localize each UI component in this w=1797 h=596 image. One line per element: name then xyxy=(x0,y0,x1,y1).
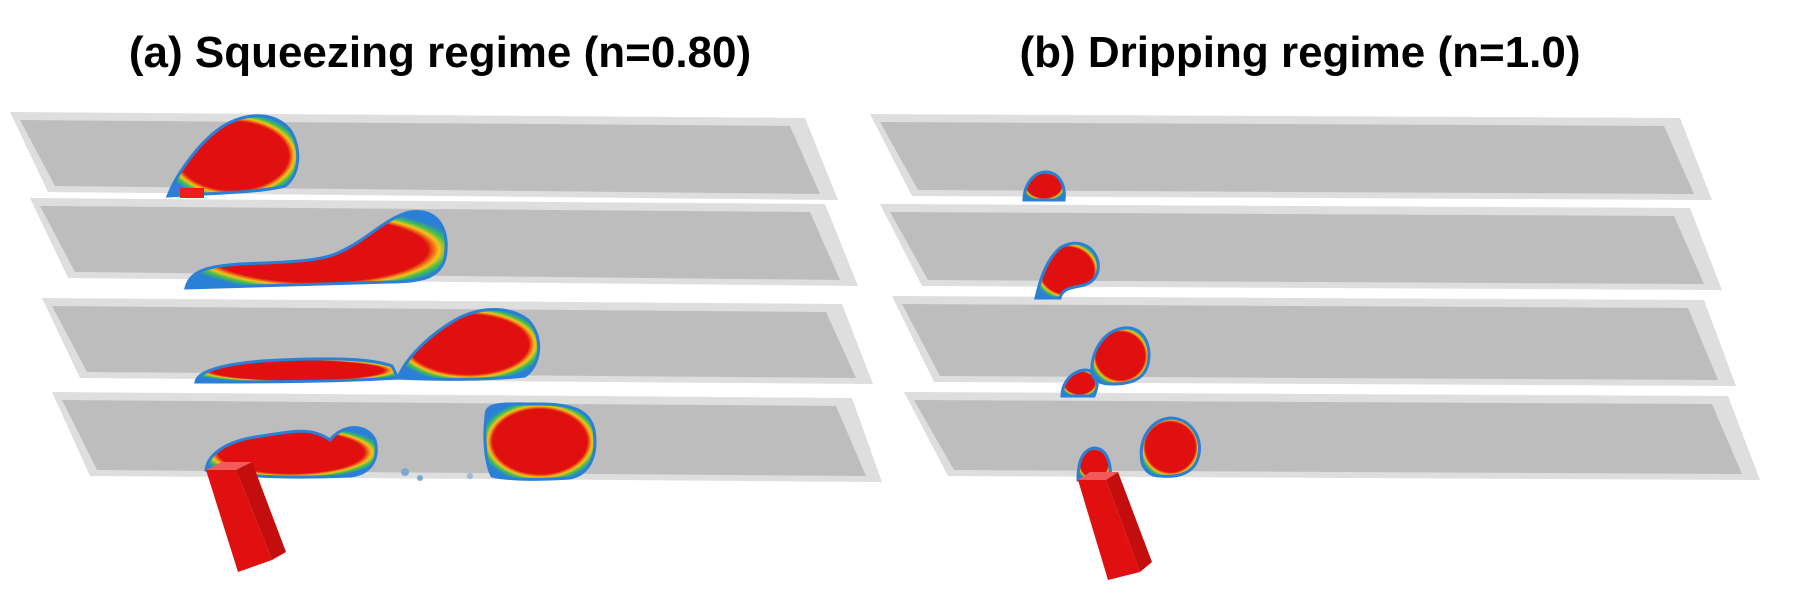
panel-b-channel-4 xyxy=(904,392,1760,480)
panel-b-side-inlet xyxy=(1078,472,1152,580)
panel-a-channel-1 xyxy=(10,112,838,200)
panel-a-thread-frame-3 xyxy=(194,357,401,384)
panel-a-side-inlet xyxy=(206,462,286,572)
panel-b-fluid xyxy=(1022,170,1201,580)
panel-b-channel-2 xyxy=(880,204,1722,290)
panel-a-channels xyxy=(10,112,882,482)
panel-a-fluid xyxy=(165,114,597,572)
panel-a-channel-4 xyxy=(52,392,882,482)
panel-a-satellite-3 xyxy=(467,473,473,479)
panel-a-droplet-frame-3 xyxy=(395,308,541,381)
panel-b-title: (b) Dripping regime (n=1.0) xyxy=(1019,28,1581,77)
panel-b-droplet-frame-3 xyxy=(1090,326,1151,386)
panel-a-inlet-stub-1 xyxy=(180,188,204,198)
panel-a-plug-frame-2 xyxy=(184,210,448,290)
panel-a-droplet-frame-4b xyxy=(483,402,597,481)
panel-a-droplet-frame-1 xyxy=(165,114,300,198)
panel-b-neck-frame-3 xyxy=(1060,368,1099,398)
panel-a-satellite-2 xyxy=(417,475,423,481)
panel-b-channel-1 xyxy=(870,114,1712,200)
panel-b-droplet-frame-2 xyxy=(1034,241,1100,300)
panel-b-droplet-frame-1 xyxy=(1022,170,1066,202)
panel-a-title: (a) Squeezing regime (n=0.80) xyxy=(128,28,752,77)
panel-a-satellite-1 xyxy=(401,468,409,476)
panel-b-droplet-frame-4 xyxy=(1139,416,1201,478)
panel-b-channels xyxy=(870,114,1760,480)
panel-b-channel-3 xyxy=(892,296,1736,386)
